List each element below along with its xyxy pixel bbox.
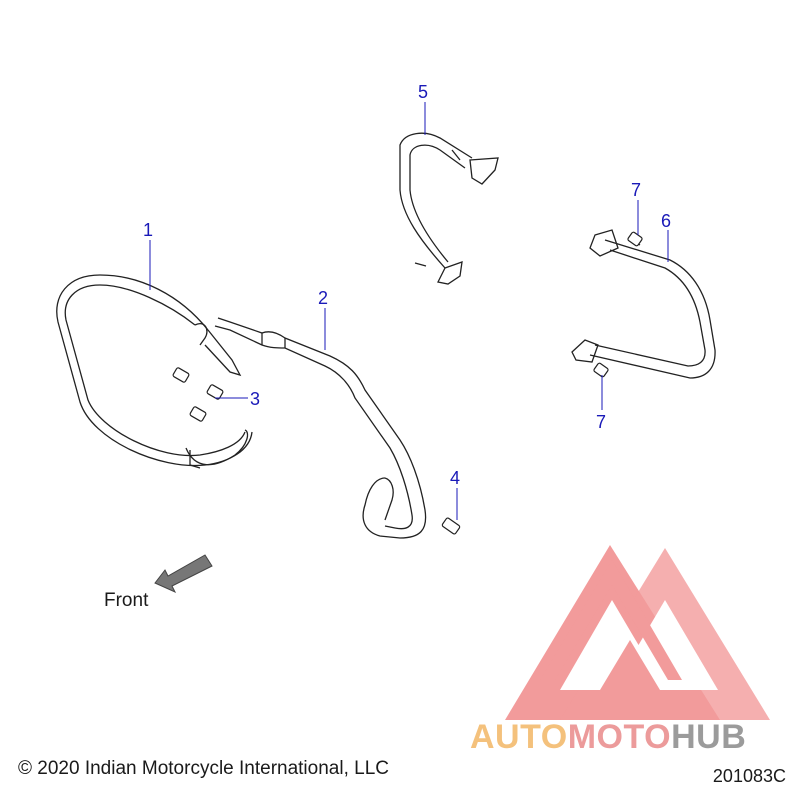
leader-lines [149,102,669,520]
callout-4: 4 [450,468,460,488]
copyright-notice: © 2020 Indian Motorcycle International, … [18,758,389,779]
part-6-bar [571,229,716,379]
callout-5: 5 [418,82,428,102]
wordmark-moto: MOTO [567,718,672,756]
callout-2: 2 [318,288,328,308]
callout-7-bottom: 7 [596,412,606,432]
drawing-number: 201083C [712,766,786,786]
automotohub-logo [505,545,770,720]
part-1-crash-bar [56,274,253,469]
part-5-bar [399,132,499,285]
callout-3: 3 [250,389,260,409]
front-label: Front [104,590,149,611]
part-2-crash-bar [214,317,427,539]
bolts [172,231,643,535]
callout-1: 1 [143,220,153,240]
automotohub-wordmark: AUTOMOTOHUB [470,718,746,757]
front-arrow-icon [154,554,213,594]
callout-6: 6 [661,211,671,231]
wordmark-hub: HUB [671,718,747,756]
callout-7-top: 7 [631,180,641,200]
wordmark-auto: AUTO [470,718,568,756]
